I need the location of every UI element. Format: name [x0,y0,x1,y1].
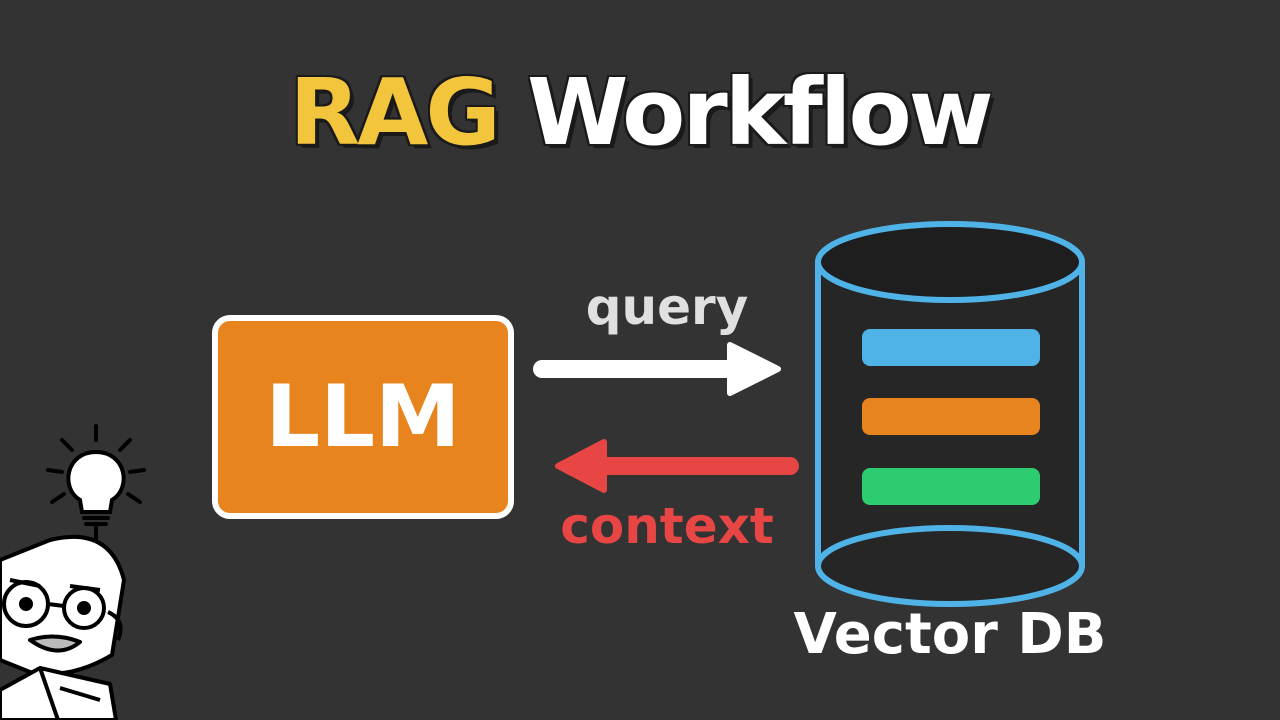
llm-box: LLM [212,315,514,519]
title-rag: RAG [289,59,501,166]
vector-db-cylinder [815,221,1085,607]
title-workflow: Workflow [526,59,994,166]
db-record-green [862,468,1040,505]
query-label: query [585,278,749,336]
db-record-blue [862,329,1040,366]
llm-label: LLM [265,367,461,467]
professor-mascot-icon [0,534,126,720]
context-arrow [555,439,799,493]
db-record-orange [862,398,1040,435]
vector-db-label: Vector DB [793,602,1107,667]
context-label: context [560,497,774,555]
page-title: RAG Workflow [0,58,1280,168]
query-arrow [533,342,781,396]
lightbulb-icon [46,424,146,550]
